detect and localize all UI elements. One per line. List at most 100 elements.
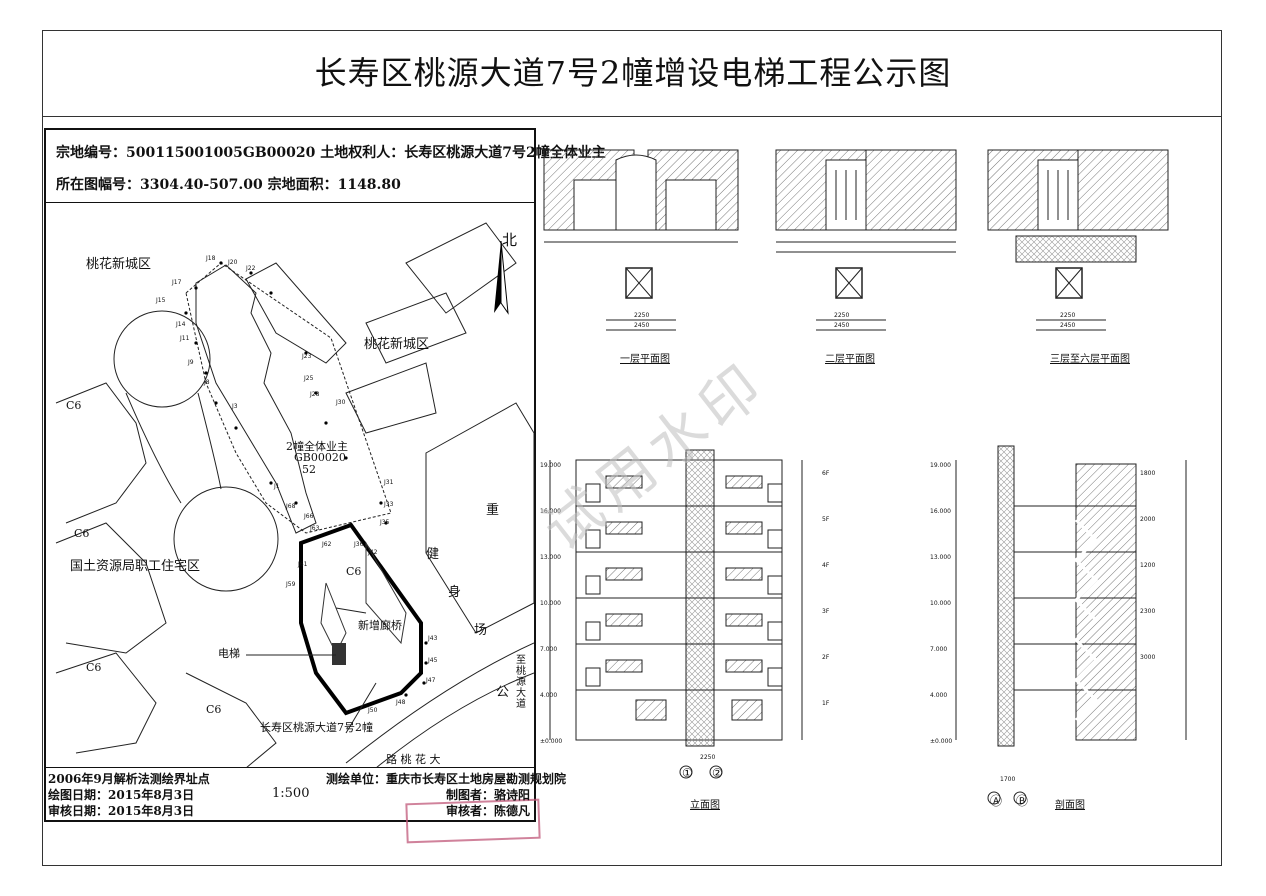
dim-label: 2450 <box>834 322 850 329</box>
north-arrow-icon <box>494 240 509 315</box>
axis-1: ① <box>682 766 693 780</box>
map-area: 桃花新城区 桃花新城区 北 2幢全体业主 GB00020 52 国土资源局职工住… <box>46 202 541 844</box>
level-label: 7.000 <box>540 646 558 653</box>
point-label: J43 <box>428 635 438 642</box>
survey-note: 2006年9月解析法测绘界址点 <box>48 772 210 786</box>
dim-label: 2450 <box>1060 322 1076 329</box>
label-c6-d: C6 <box>206 703 222 716</box>
floor-label: 5F <box>822 516 830 523</box>
label-parcel-code: GB00020 <box>294 451 346 464</box>
point-label: J45 <box>428 657 438 664</box>
label-c6-e: C6 <box>346 565 362 578</box>
point-label: J30 <box>336 399 346 406</box>
dim-label: 2300 <box>1140 608 1156 615</box>
plan-floor-3-6 <box>987 149 1169 331</box>
point-label: J63 <box>310 525 320 532</box>
title-divider <box>42 116 1222 117</box>
point-label: J42 <box>368 549 378 556</box>
point-label: J8 <box>204 379 210 386</box>
map-footer: 2006年9月解析法测绘界址点 绘图日期：2015年8月3日 审核日期：2015… <box>46 767 566 821</box>
drawing-frame <box>42 30 1222 866</box>
label-building: 长寿区桃源大道7号2幢 <box>260 721 373 734</box>
floor-label: 1F <box>822 700 830 707</box>
point-label: J50 <box>368 707 378 714</box>
point-label: J22 <box>246 265 256 272</box>
axis-b: Ⓑ <box>1016 794 1029 808</box>
axis-a: Ⓐ <box>990 794 1003 808</box>
level-label: 13.000 <box>540 554 561 561</box>
point-label: J23 <box>302 353 312 360</box>
dim-label: 3000 <box>1140 654 1156 661</box>
label-parcel-sub: 52 <box>302 463 316 476</box>
level-label: 10.000 <box>930 600 951 607</box>
point-label: J62 <box>322 541 332 548</box>
label-peach-west: 桃花新城区 <box>86 257 152 272</box>
point-label: J11 <box>180 335 190 342</box>
architectural-drawings <box>543 149 1187 805</box>
dim-label: 1700 <box>1000 776 1016 783</box>
dim-label: 2250 <box>634 312 650 319</box>
page-title: 长寿区桃源大道7号2幢增设电梯工程公示图 <box>314 54 952 92</box>
drafter: 制图者：骆诗阳 <box>446 788 531 802</box>
label-c6-b: C6 <box>74 527 90 540</box>
point-label: J33 <box>384 501 394 508</box>
label-peach-east: 桃花新城区 <box>364 337 430 352</box>
label-new-bridge: 新增廊桥 <box>358 619 402 632</box>
level-label: 13.000 <box>930 554 951 561</box>
level-label: 16.000 <box>540 508 561 515</box>
caption-plan-1: 一层平面图 <box>620 354 670 365</box>
label-fitness-2: 身 <box>448 585 462 600</box>
point-label: J47 <box>426 677 436 684</box>
point-label: J17 <box>172 279 182 286</box>
section-drawing <box>955 445 1187 805</box>
elevation-drawing <box>549 449 803 779</box>
dim-label: 2250 <box>1060 312 1076 319</box>
floor-label: 4F <box>822 562 830 569</box>
point-label: J36 <box>354 541 364 548</box>
label-owner: 2幢全体业主 <box>286 440 348 453</box>
plan-floor-2 <box>775 149 957 331</box>
label-gong: 公 <box>496 685 510 700</box>
survey-unit: 测绘单位：重庆市长寿区土地房屋勘测规划院 <box>326 772 567 786</box>
reviewer: 审核者：陈德凡 <box>446 804 531 818</box>
point-label: J25 <box>304 375 314 382</box>
dim-label: 2250 <box>700 754 716 761</box>
floor-label: 6F <box>822 470 830 477</box>
label-c6-a: C6 <box>66 399 82 412</box>
elevator-marker <box>332 643 346 665</box>
point-label: J31 <box>384 479 394 486</box>
plan-floor-1 <box>543 149 739 331</box>
point-label: J20 <box>228 259 238 266</box>
check-date: 审核日期：2015年8月3日 <box>48 804 195 818</box>
parcel-info: 宗地编号：500115001005GB00020 土地权利人：长寿区桃源大道7号… <box>56 145 606 161</box>
point-label: J61 <box>298 561 308 568</box>
point-label: J48 <box>396 699 406 706</box>
label-fitness-1: 健 <box>426 547 440 562</box>
label-chongqing: 重 <box>486 503 500 518</box>
label-north: 北 <box>502 231 518 249</box>
dim-label: 2000 <box>1140 516 1156 523</box>
point-label: J35 <box>380 519 390 526</box>
point-label: J1 <box>274 483 280 490</box>
point-label: J66 <box>304 513 314 520</box>
label-land-bureau: 国土资源局职工住宅区 <box>70 559 201 574</box>
caption-elevation: 立面图 <box>690 800 720 811</box>
level-label: 16.000 <box>930 508 951 515</box>
dim-label: 2450 <box>634 322 650 329</box>
label-to-road: 至 桃 源 大 道 <box>516 655 526 710</box>
dim-label: 2250 <box>834 312 850 319</box>
axis-2: ② <box>712 766 723 780</box>
dim-label: 1200 <box>1140 562 1156 569</box>
level-label: 19.000 <box>540 462 561 469</box>
point-label: J68 <box>286 503 296 510</box>
label-fitness-3: 场 <box>474 623 488 638</box>
label-road: 路 桃 花 大 <box>386 753 441 766</box>
map-linework <box>55 222 534 768</box>
level-label: ±0.000 <box>540 738 563 745</box>
point-label: J59 <box>286 581 296 588</box>
map-scale: 1:500 <box>272 786 310 801</box>
level-label: 4.000 <box>540 692 558 699</box>
point-label: J15 <box>156 297 166 304</box>
caption-section: 剖面图 <box>1055 800 1085 811</box>
level-label: ±0.000 <box>930 738 953 745</box>
